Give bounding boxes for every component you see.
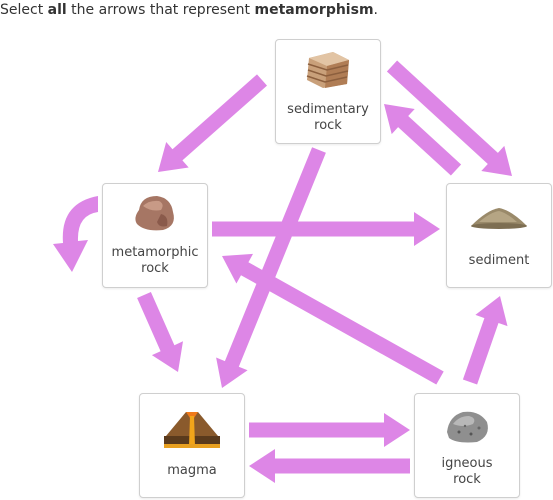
sediment-pile-icon <box>471 208 527 229</box>
question-prompt: Select all the arrows that represent met… <box>0 1 553 19</box>
metamorphic-rock-card: metamorphic rock <box>102 183 208 288</box>
arrow-metamorphic-to-magma[interactable] <box>137 292 183 372</box>
prompt-text-select: Select <box>0 2 48 18</box>
prompt-text-end: . <box>373 2 378 18</box>
arrow-sedimentary-to-magma[interactable] <box>216 147 326 388</box>
arrow-sediment-to-sedimentary[interactable] <box>384 104 462 176</box>
arrow-metamorphic-self-loop[interactable] <box>53 196 98 272</box>
arrow-sedimentary-to-sediment[interactable] <box>386 60 512 177</box>
arrow-igneous-to-magma[interactable] <box>249 449 410 483</box>
arrow-sedimentary-to-metamorphic[interactable] <box>158 74 267 172</box>
arrow-metamorphic-to-sediment[interactable] <box>212 212 440 246</box>
igneous-rock-label-line2: rock <box>453 472 481 487</box>
sedimentary-rock-label-line1: sedimentary <box>287 102 369 117</box>
igneous-rock-label-line1: igneous <box>441 456 493 471</box>
prompt-text-middle: the arrows that represent <box>66 2 255 18</box>
arrow-igneous-to-sediment[interactable] <box>462 296 508 385</box>
prompt-keyword: metamorphism <box>254 2 374 18</box>
volcano-icon <box>164 412 220 448</box>
magma-label: magma <box>167 463 217 478</box>
sedimentary-rock-label-line2: rock <box>314 118 342 133</box>
igneous-rock-icon <box>447 411 488 443</box>
prompt-emphasis-all: all <box>47 2 67 18</box>
metamorphic-rock-label-line1: metamorphic <box>111 245 199 260</box>
sedimentary-rock-card: sedimentary rock <box>275 39 381 144</box>
metamorphic-rock-icon <box>135 196 174 231</box>
igneous-rock-card: igneous rock <box>414 393 520 498</box>
arrow-igneous-to-metamorphic[interactable] <box>222 253 444 385</box>
sedimentary-rock-icon <box>306 52 349 88</box>
sediment-label: sediment <box>468 253 530 268</box>
sediment-card: sediment <box>446 183 552 288</box>
magma-card: magma <box>139 393 245 498</box>
arrow-magma-to-igneous[interactable] <box>249 413 410 447</box>
metamorphic-rock-label-line2: rock <box>141 261 169 276</box>
